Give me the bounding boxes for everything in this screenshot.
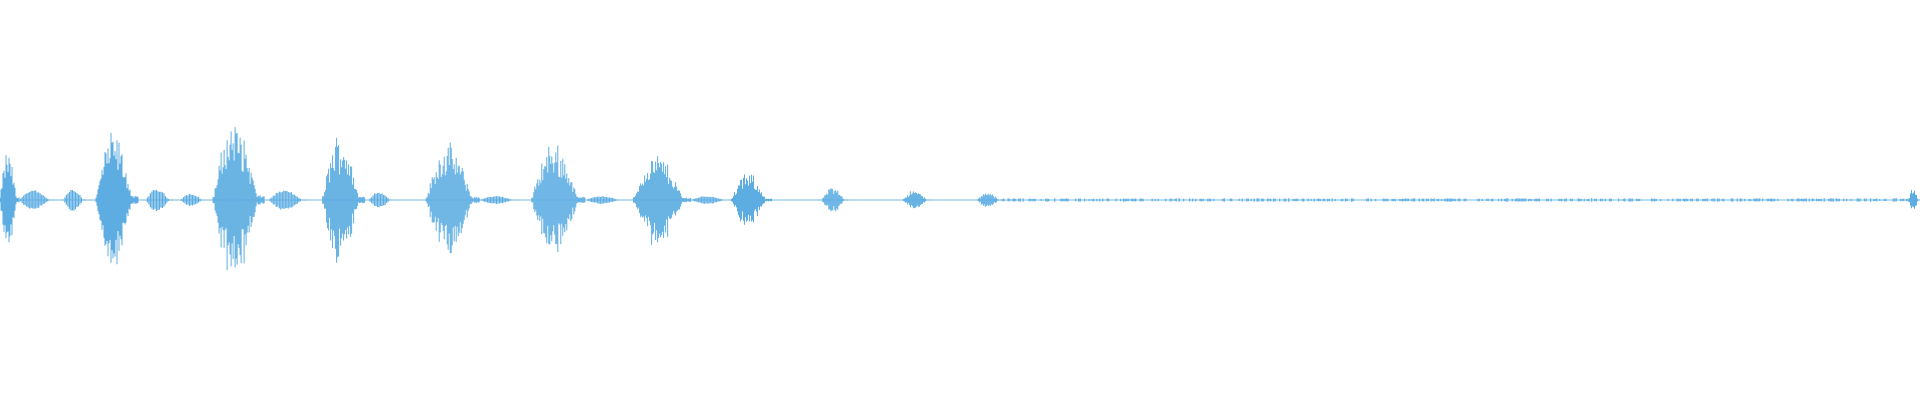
waveform-burst-5 [212, 127, 265, 271]
waveform-burst-13 [976, 193, 1002, 207]
waveform-marks [0, 127, 1920, 271]
waveform-burst-end [1908, 190, 1920, 209]
waveform-burst-10 [731, 174, 772, 225]
waveform-burst-8 [531, 145, 586, 252]
waveform-tail-7 [479, 196, 519, 204]
waveform-tail-9 [690, 196, 730, 204]
waveform-tail-6 [368, 192, 394, 208]
waveform-burst-4 [179, 193, 206, 206]
waveform-burst-7 [425, 142, 480, 254]
waveform-noise-floor [1001, 198, 1909, 202]
waveform-burst-1 [0, 155, 20, 243]
waveform-burst-11 [821, 188, 849, 212]
waveform-burst-9 [633, 156, 692, 245]
waveform-burst-2 [62, 190, 87, 211]
waveform-tail-3 [145, 189, 172, 212]
waveform-burst-3 [95, 132, 139, 265]
waveform-tail-1 [18, 190, 55, 209]
waveform-tail-5 [268, 190, 307, 210]
waveform-burst-6 [322, 137, 366, 263]
waveform-tail-8 [584, 196, 624, 204]
waveform-burst-12 [901, 191, 931, 209]
